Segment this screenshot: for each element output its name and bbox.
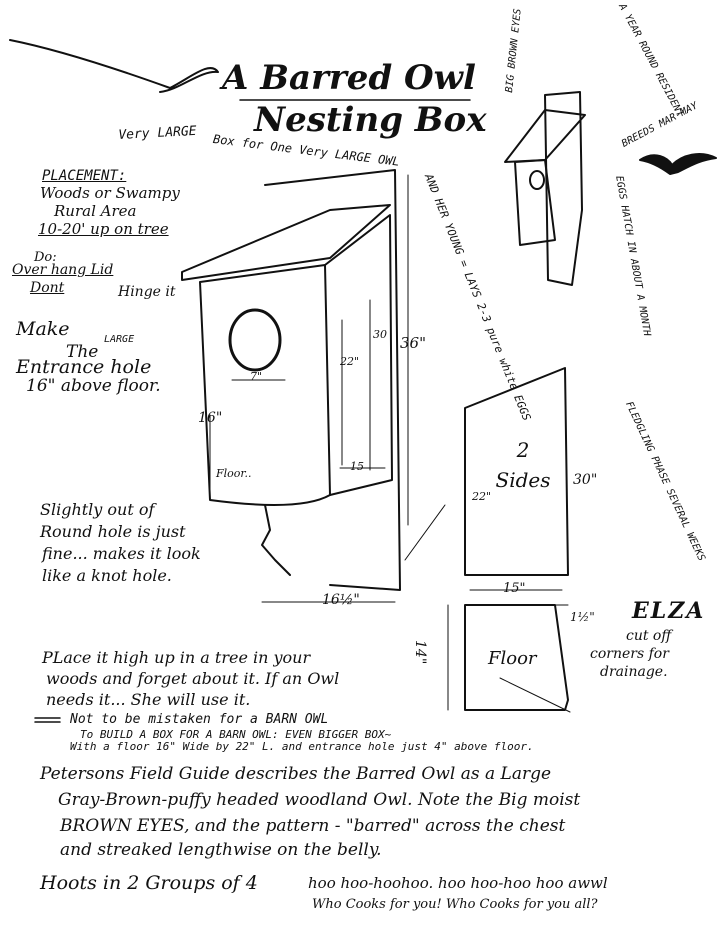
make-line4: 16" above floor. [26,376,161,396]
roof [181,204,391,281]
slightly-line3: fine... makes it look [42,544,201,563]
side-panel [324,214,393,496]
page-subtitle: Nesting Box [254,100,487,140]
elza-line3: drainage. [600,664,668,680]
slightly-line1: Slightly out of [40,500,155,519]
make-line3: Entrance hole [16,356,152,378]
elza-line2: corners for [590,646,669,662]
dim-16-half: 16½" [322,592,360,608]
placement-block: PLACEMENT: Woods or Swampy Rural Area 10… [18,168,180,238]
dim-floor-14: 14" [412,640,428,665]
small-box-body [514,159,556,246]
dim-hole-width: 7" [250,370,263,383]
place-it-line2: woods and forget about it. If an Owl [46,669,340,688]
make-line1: Make [16,318,70,340]
sides-label: 2 Sides [495,438,551,492]
dim-sides-30: 30" [573,472,598,488]
hoots-label: Hoots in 2 Groups of 4 [40,872,258,894]
dim-sides-22: 22" [472,490,492,503]
floor-small-label: Floor.. [216,467,252,480]
placement-line1: Woods or Swampy [40,184,180,202]
small-box-post [544,91,583,286]
dim-sides-15: 15" [503,581,526,596]
page-title: A Barred Owl [222,58,476,98]
dont-text: Hinge it [118,284,176,300]
tree-edge [261,504,291,576]
elza-signature: ELZA [632,598,706,624]
placement-line2: Rural Area [54,202,137,220]
peterson-line4: and streaked lengthwise on the belly. [60,840,382,860]
place-it-line1: PLace it high up in a tree in your [42,648,311,667]
dim-width-15: 15 [350,460,364,473]
slightly-line4: like a knot hole. [42,566,172,585]
peterson-line2: Gray-Brown-puffy headed woodland Owl. No… [58,790,581,810]
flying-bird [639,153,717,175]
slightly-line2: Round hole is just [40,522,186,541]
dim-height-36: 36" [400,334,426,352]
make-line2a: The [66,342,99,362]
placement-line3: 10-20' up on tree [38,220,169,238]
elza-line1: cut off [626,628,672,644]
barn-line3: With a floor 16" Wide by 22" L. and entr… [70,740,534,753]
dim-hole-height: 16" [198,410,223,426]
entrance-hole [228,308,282,372]
back-board [264,169,401,591]
dim-1-half: 1½" [570,610,595,624]
peterson-line1: Petersons Field Guide describes the Barr… [40,764,552,784]
place-it-line3: needs it... She will use it. [46,690,251,709]
dont-label: Dont [30,280,65,296]
placement-header: PLACEMENT: [42,168,127,184]
title-flourish [9,39,219,93]
floor-label: Floor [488,648,537,669]
do-text: Over hang Lid [12,262,114,278]
dim-depth-22: 22" [340,355,360,368]
floor-panel [464,604,569,711]
barn-line1: Not to be mistaken for a BARN OWL [70,712,329,727]
barn-line2: To BUILD A BOX FOR A BARN OWL: EVEN BIGG… [80,728,392,741]
make-line2b: LARGE [104,334,135,345]
dim-height-30: 30 [373,328,387,341]
peterson-line3: BROWN EYES, and the pattern - "barred" a… [60,816,566,836]
hoots-line1: hoo hoo-hoohoo. hoo hoo-hoo hoo awwl [308,874,608,892]
sides-panel [464,367,569,576]
hoots-line2: Who Cooks for you! Who Cooks for you all… [312,897,598,912]
do-label: Do: [34,250,57,265]
